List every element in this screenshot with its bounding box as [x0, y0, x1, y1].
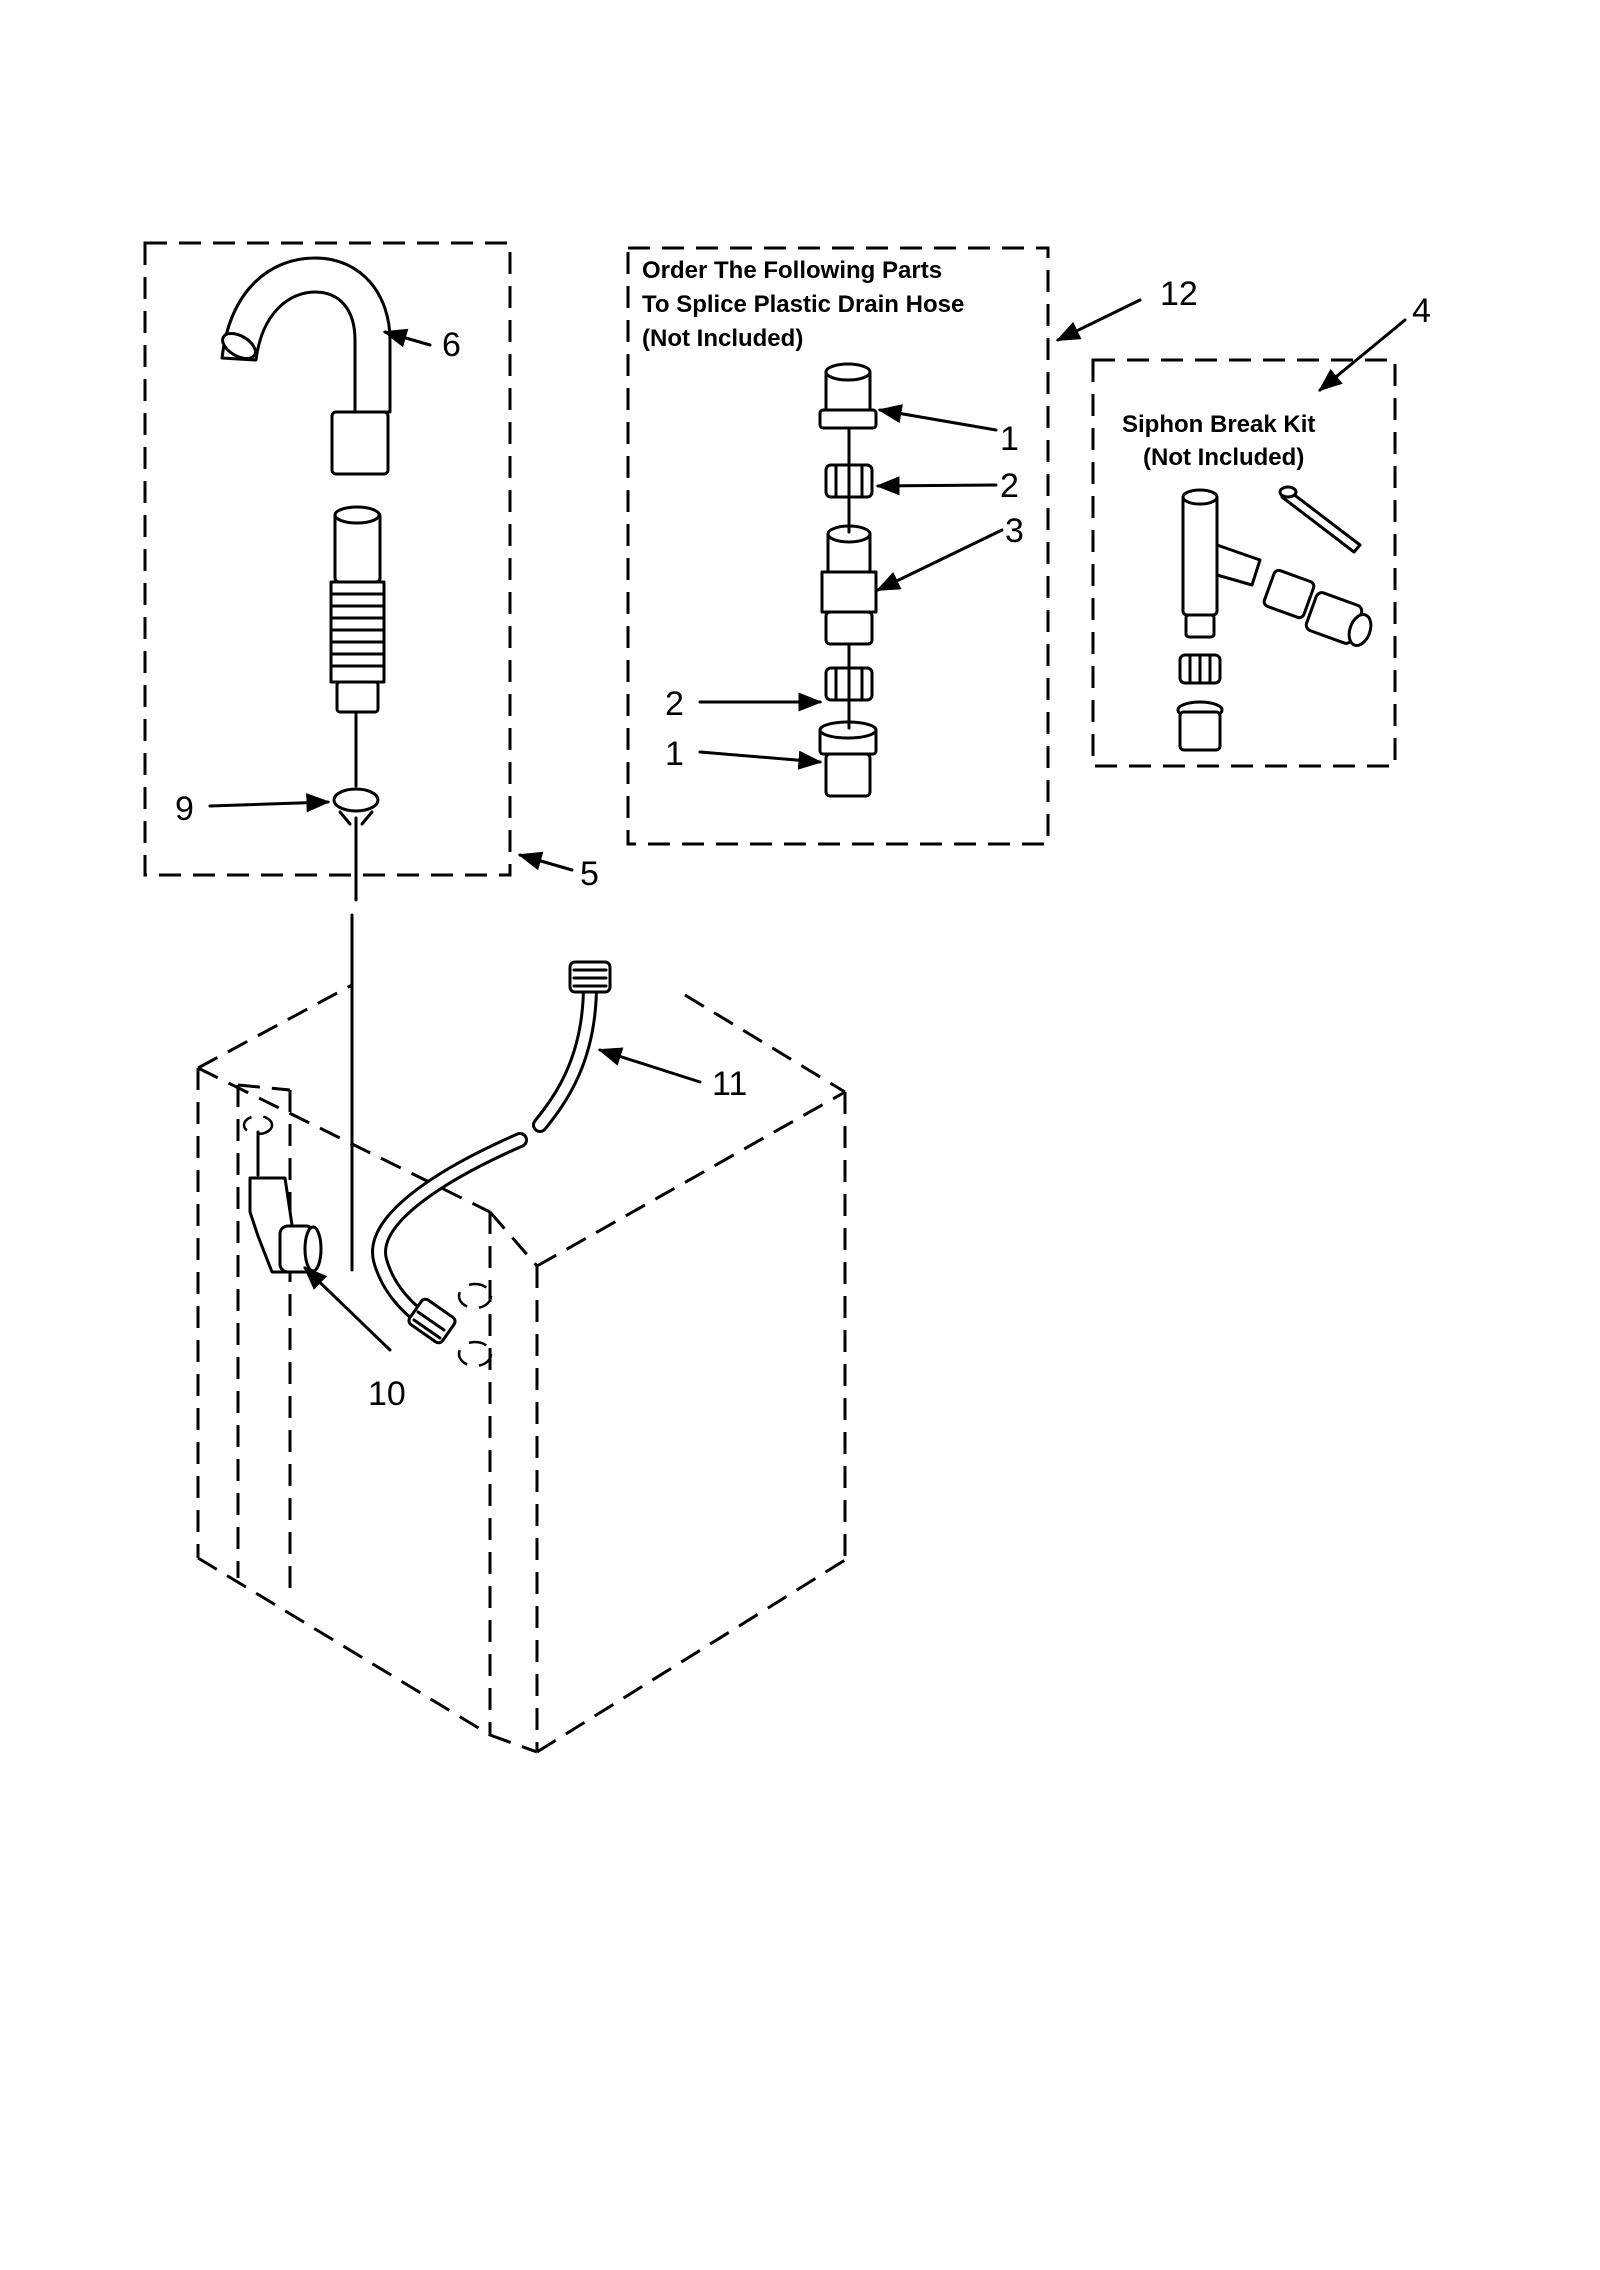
- drain-hose: [371, 960, 612, 1345]
- callout-3: 3: [1005, 512, 1024, 550]
- leader-arrow-1-bottom: [698, 750, 823, 770]
- siphon-tie-strap: [1278, 485, 1362, 554]
- callout-2-bottom: 2: [665, 685, 684, 723]
- splice-kit-title-line-2: To Splice Plastic Drain Hose: [642, 291, 964, 318]
- splice-kit-title-line-1: Order The Following Parts: [642, 257, 942, 284]
- hose-clamp: [332, 787, 380, 826]
- water-inlet-ports: [457, 1282, 493, 1368]
- siphon-side-connector: [1304, 591, 1373, 647]
- washer-cabinet-outline: [196, 983, 847, 1754]
- callout-6: 6: [442, 326, 461, 364]
- leader-arrow-4: [1318, 318, 1407, 392]
- leader-arrow-2-top: [875, 476, 998, 496]
- assembly-guide-line: [350, 710, 358, 1272]
- siphon-kit-boundary: [1091, 358, 1397, 768]
- splice-coupler: [820, 524, 878, 646]
- leader-arrow-11: [597, 1047, 702, 1084]
- leader-arrow-12: [1055, 298, 1142, 342]
- siphon-side-nut: [1262, 568, 1316, 620]
- callout-1-top: 1: [1000, 420, 1019, 458]
- leader-arrow-6: [382, 328, 432, 348]
- siphon-kit-title-line-1: Siphon Break Kit: [1122, 411, 1315, 438]
- callout-4: 4: [1412, 292, 1431, 330]
- hose-hook-guide: [220, 256, 392, 476]
- leader-arrow-10: [303, 1266, 392, 1352]
- siphon-bottom-connector: [1176, 700, 1224, 752]
- callout-9: 9: [175, 790, 194, 828]
- callout-1-bottom: 1: [665, 735, 684, 773]
- siphon-tee-fitting: [1181, 488, 1262, 639]
- callout-2-top: 2: [1000, 467, 1019, 505]
- splice-kit-title-line-3: (Not Included): [642, 325, 803, 352]
- leader-arrow-3: [875, 528, 1004, 592]
- splice-connector-bottom: [818, 720, 878, 798]
- leader-arrow-1-top: [877, 404, 998, 432]
- splice-nut-bottom: [824, 666, 874, 702]
- splice-kit-boundary: [626, 246, 1050, 846]
- drain-elbow: [242, 1114, 323, 1274]
- hose-kit-boundary: [143, 241, 512, 877]
- callout-5: 5: [580, 855, 599, 893]
- callout-10: 10: [368, 1375, 406, 1413]
- siphon-kit-title-line-2: (Not Included): [1143, 444, 1304, 471]
- leader-arrow-5: [517, 851, 574, 872]
- callout-12: 12: [1160, 275, 1198, 313]
- splice-nut-top: [824, 463, 874, 499]
- siphon-bottom-nut: [1178, 653, 1222, 685]
- leader-arrow-9: [208, 793, 331, 813]
- corrugated-hose-end: [329, 505, 386, 714]
- splice-connector-top: [818, 362, 878, 430]
- callout-11: 11: [712, 1065, 747, 1103]
